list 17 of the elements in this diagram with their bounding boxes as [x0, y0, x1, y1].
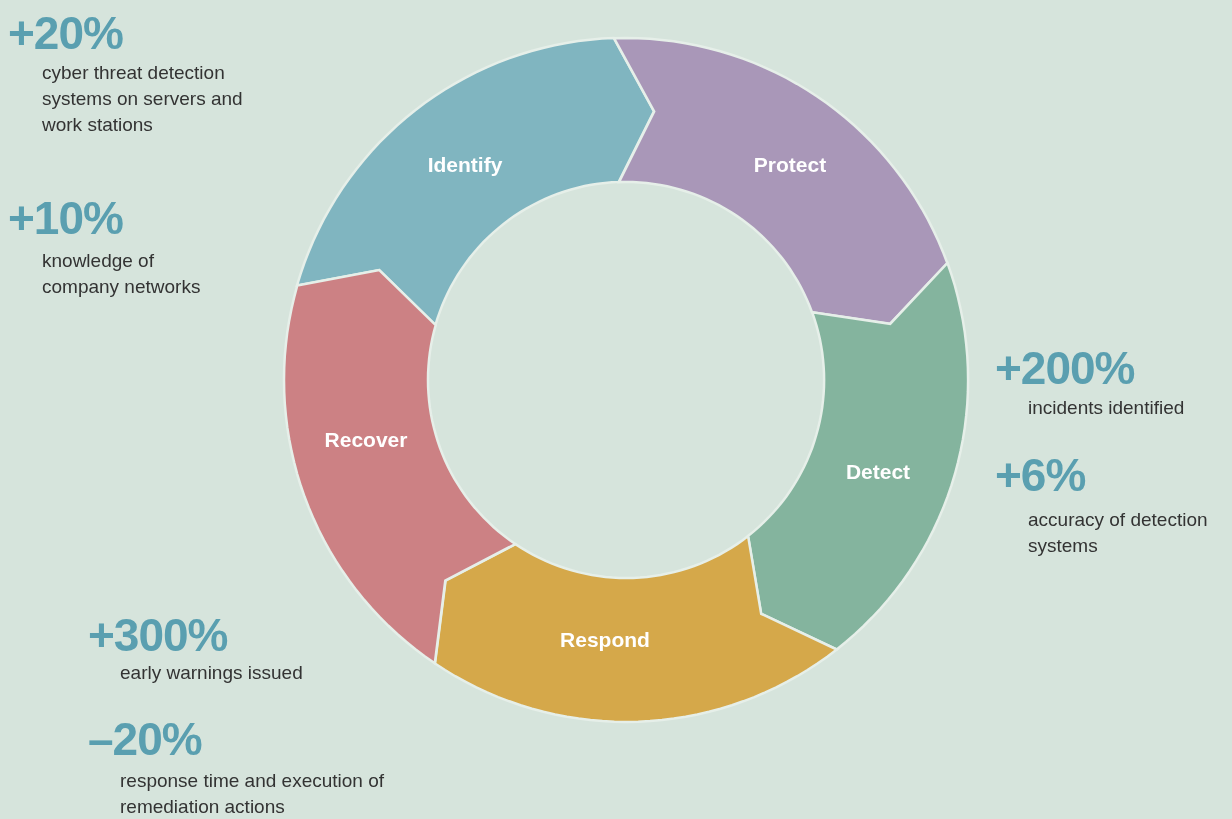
segment-label: Identify [427, 153, 503, 177]
stat-value: +300% [88, 612, 229, 658]
stat-description: response time and execution of remediation actions [120, 769, 386, 819]
stat-value: +200% [995, 345, 1136, 391]
segment-label: Recover [324, 428, 408, 452]
stat-description: early warnings issued [120, 661, 304, 685]
stat-value: –20% [88, 716, 203, 762]
stat-value: +10% [8, 195, 124, 241]
segment-label: Protect [753, 153, 827, 177]
stat-description: incidents identified [1028, 396, 1186, 420]
stat-value: +6% [995, 452, 1087, 498]
segment-label: Respond [560, 628, 650, 652]
stat-description: knowledge of company networks [42, 249, 202, 299]
stat-description: cyber threat detection systems on servers and work stations [42, 61, 244, 137]
stat-value: +20% [8, 10, 124, 56]
stat-description: accuracy of detection systems [1028, 508, 1209, 558]
segment-label: Detect [845, 460, 911, 484]
